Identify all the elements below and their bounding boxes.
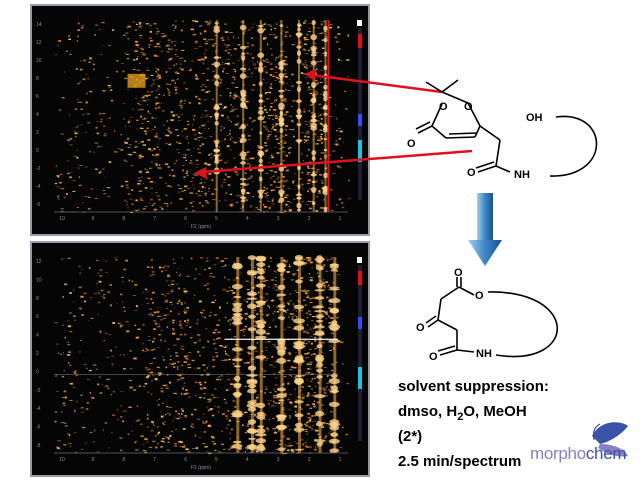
atom-o-ring-b: O xyxy=(464,101,473,113)
atom-o-amide: O xyxy=(467,167,476,179)
caption-line-1: solvent suppression: xyxy=(398,378,549,395)
y-tick-label: -4 xyxy=(36,184,41,190)
y-tick-label: -8 xyxy=(36,443,41,449)
y-tick-label: 12 xyxy=(36,259,42,265)
x-tick-label: 6 xyxy=(184,216,187,222)
y-tick-label: 0 xyxy=(36,369,39,375)
x-tick-labels: 10 9 8 7 6 5 4 3 2 1 xyxy=(54,452,348,463)
y-tick-label: -2 xyxy=(36,388,41,394)
blue-arrow-down xyxy=(468,193,502,266)
y-tick-label: 0 xyxy=(36,148,39,154)
caption-line-4: 2.5 min/spectrum xyxy=(398,453,522,470)
structure-bottom xyxy=(425,277,559,358)
x-tick-label: 4 xyxy=(246,216,249,222)
intensity-color-bar xyxy=(357,257,362,441)
y-tick-label: 2 xyxy=(36,351,39,357)
x-tick-label: 4 xyxy=(246,457,249,463)
y-tick-label: 2 xyxy=(36,130,39,136)
x-tick-label: 5 xyxy=(215,216,218,222)
y-tick-label: 8 xyxy=(36,296,39,302)
y-tick-label: -6 xyxy=(36,425,41,431)
structure-top xyxy=(415,79,598,177)
caption-line-2-prefix: dmso, H xyxy=(398,403,458,420)
x-tick-label: 7 xyxy=(153,457,156,463)
x-tick-label: 9 xyxy=(92,216,95,222)
spectrum-plot-bottom: 12 10 8 6 4 2 0 -2 -4 -6 -8 10 9 8 7 6 5 4 3 2 1 F2 (ppm) xyxy=(32,243,368,475)
x-tick-label: 10 xyxy=(59,457,65,463)
x-tick-label: 5 xyxy=(215,457,218,463)
atom-o-ester-carbonyl: O xyxy=(454,267,463,279)
x-tick-label: 1 xyxy=(339,457,342,463)
x-tick-label: 7 xyxy=(153,216,156,222)
spectrum-panel-bottom: 12 10 8 6 4 2 0 -2 -4 -6 -8 10 9 8 7 6 5 4 3 2 1 F2 (ppm) xyxy=(30,241,370,477)
x-tick-label: 8 xyxy=(122,457,125,463)
atom-o-amide-bottom: O xyxy=(429,351,438,363)
y-tick-labels: 14 12 10 8 6 4 2 0 -2 -4 -6 xyxy=(36,22,42,208)
spectrum-texture xyxy=(54,255,350,455)
y-tick-label: -4 xyxy=(36,406,41,412)
x-axis-label: F2 (ppm) xyxy=(191,224,212,230)
y-tick-label: 12 xyxy=(36,40,42,46)
logo-text: morphochem xyxy=(530,444,627,464)
caption-line-3: (2*) xyxy=(398,428,423,445)
x-tick-label: 6 xyxy=(184,457,187,463)
atom-o-ring-a: O xyxy=(439,101,448,113)
y-tick-label: 14 xyxy=(36,22,42,28)
x-tick-label: 2 xyxy=(308,457,311,463)
atom-oh: OH xyxy=(526,112,543,124)
y-tick-label: 4 xyxy=(36,333,39,339)
logo-text-part1: morpho xyxy=(530,444,586,463)
spectrum-texture xyxy=(54,20,352,214)
y-tick-labels: 12 10 8 6 4 2 0 -2 -4 -6 -8 xyxy=(36,259,42,449)
y-tick-label: 10 xyxy=(36,277,42,283)
intensity-color-bar xyxy=(357,20,362,200)
y-tick-label: 4 xyxy=(36,112,39,118)
x-tick-label: 10 xyxy=(59,216,65,222)
y-tick-label: 10 xyxy=(36,58,42,64)
y-tick-label: 6 xyxy=(36,314,39,320)
spectrum-panel-top: 14 12 10 8 6 4 2 0 -2 -4 -6 10 9 8 7 6 5 4 3 2 1 F2 (ppm) xyxy=(30,4,370,236)
red-arrow-lower xyxy=(194,149,473,179)
x-tick-labels: 10 9 8 7 6 5 4 3 2 1 xyxy=(54,211,348,222)
atom-o-ketone: O xyxy=(416,322,425,334)
atom-o-ester: O xyxy=(475,290,484,302)
caption-line-2-suffix: O, MeOH xyxy=(463,403,527,420)
atom-nh: NH xyxy=(514,169,530,181)
x-tick-label: 8 xyxy=(122,216,125,222)
caption-line-2: dmso, H2O, MeOH xyxy=(398,403,527,423)
x-tick-label: 9 xyxy=(92,457,95,463)
y-tick-label: 6 xyxy=(36,94,39,100)
x-tick-label: 3 xyxy=(277,216,280,222)
spectrum-plot-top: 14 12 10 8 6 4 2 0 -2 -4 -6 10 9 8 7 6 5 4 3 2 1 F2 (ppm) xyxy=(32,6,368,234)
x-tick-label: 2 xyxy=(308,216,311,222)
caption-line-2-sub: 2 xyxy=(457,411,464,423)
y-tick-label: -6 xyxy=(36,202,41,208)
x-axis-label: F2 (ppm) xyxy=(191,465,212,471)
y-tick-label: 8 xyxy=(36,76,39,82)
butterfly-icon xyxy=(592,422,628,457)
logo-text-part2: chem xyxy=(585,444,627,463)
y-tick-label: -2 xyxy=(36,166,41,172)
atom-o-carbonyl: O xyxy=(407,138,416,150)
red-arrow-upper xyxy=(304,69,443,94)
morphochem-logo: morphochem xyxy=(530,418,640,468)
x-tick-label: 3 xyxy=(277,457,280,463)
atom-nh-bottom: NH xyxy=(476,348,492,360)
x-tick-label: 1 xyxy=(339,216,342,222)
